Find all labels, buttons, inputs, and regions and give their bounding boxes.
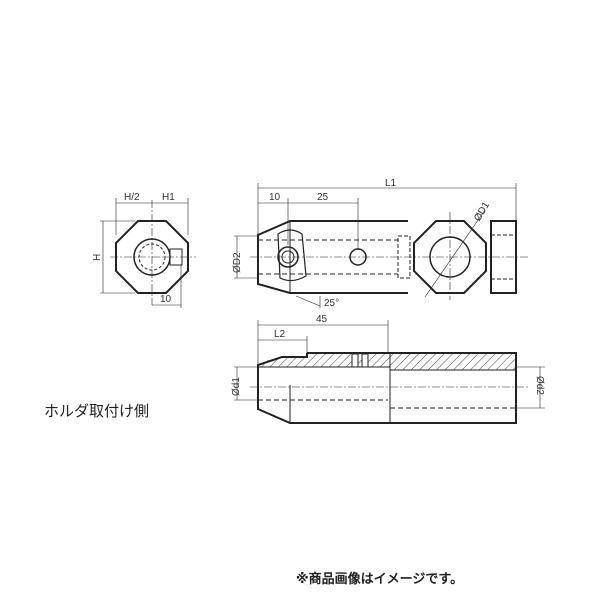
- image-disclaimer: ※商品画像はイメージです。: [296, 572, 464, 587]
- side-view: [234, 183, 517, 308]
- dim-small-d1: Ød1: [231, 377, 242, 396]
- dim-10-side: 10: [269, 192, 281, 203]
- dim-angle: 25°: [324, 298, 339, 309]
- dim-h-half: H/2: [124, 192, 140, 203]
- dim-10-end: 10: [160, 294, 172, 305]
- dim-d1-dia: ØD1: [472, 200, 492, 224]
- end-view-tool-side: [413, 209, 530, 300]
- dim-45: 45: [316, 314, 328, 325]
- holder-side-caption: ホルダ取付け側: [44, 402, 150, 420]
- dim-l2: L2: [274, 329, 286, 340]
- dim-h: H: [92, 254, 103, 261]
- section-view: [234, 320, 545, 424]
- end-view-holder-side: [100, 198, 196, 308]
- dim-small-d2: Ød2: [534, 376, 545, 395]
- dim-h1: H1: [162, 192, 175, 203]
- dim-d2-dia: ØD2: [232, 252, 243, 273]
- dim-l1: L1: [385, 178, 397, 189]
- dim-25: 25: [317, 192, 329, 203]
